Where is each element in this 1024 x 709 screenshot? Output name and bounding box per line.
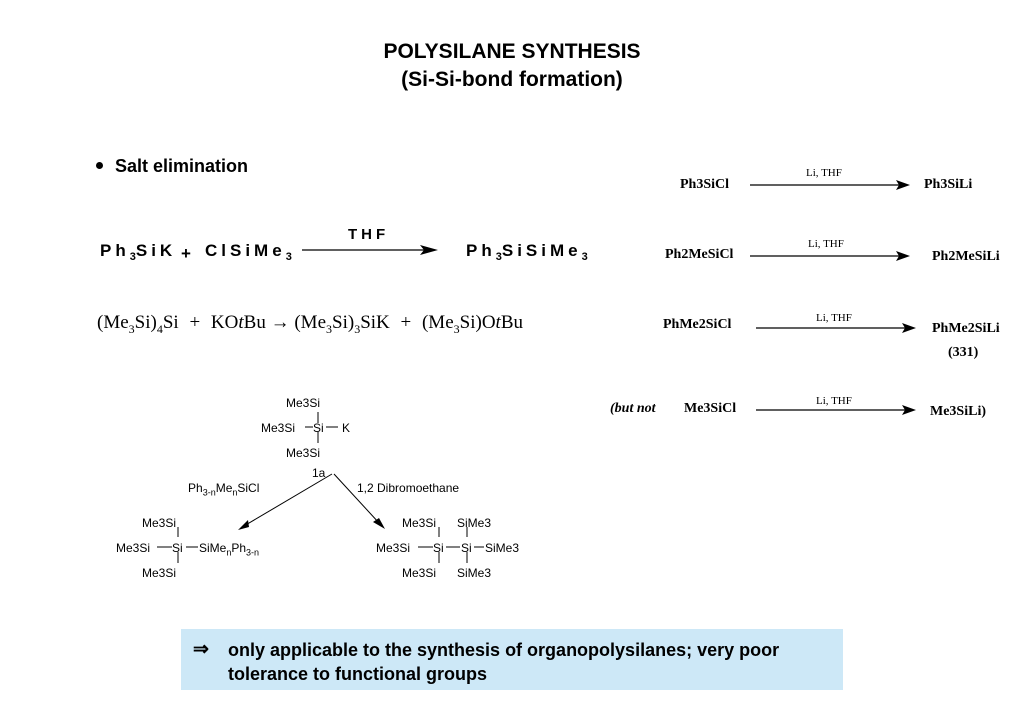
reaction2-product1: (Me3Si)3SiK xyxy=(294,312,390,336)
right-row1-product: Ph3SiLi xyxy=(924,177,973,192)
reaction1-arrow-icon xyxy=(302,245,438,255)
right-product-left: Me3Si xyxy=(376,541,411,555)
right-row1-conditions: Li, THF xyxy=(806,167,842,179)
right-product-bottom1: Me3Si xyxy=(402,566,437,580)
right-reagent: 1,2 Dibromoethane xyxy=(357,481,460,495)
right-row3-product: PhMe2SiLi xyxy=(932,321,1000,336)
implies-arrow-icon: ⇒ xyxy=(193,639,209,660)
reaction2-arrow: → xyxy=(270,312,290,333)
left-reagent: Ph3-nMenSiCl xyxy=(188,481,260,498)
reaction1-plus: + xyxy=(181,244,195,263)
right-row3-conditions: Li, THF xyxy=(816,312,852,324)
reaction1-arrow-label: THF xyxy=(348,226,390,243)
reaction2-reactant2: KOtBu xyxy=(210,312,266,333)
right-row2-reactant: Ph2MeSiCl xyxy=(665,247,734,262)
right-row1-arrow-icon xyxy=(750,180,910,190)
center-me3si-top: Me3Si xyxy=(286,396,321,410)
right-row2-arrow-icon xyxy=(750,251,910,261)
page-subtitle: (Si-Si-bond formation) xyxy=(401,68,623,91)
note-box: ⇒ only applicable to the synthesis of or… xyxy=(181,629,843,690)
right-row1-reactant: Ph3SiCl xyxy=(680,177,730,192)
right-product-si2: Si xyxy=(461,541,472,555)
reaction-scheme-diagram xyxy=(157,412,484,563)
center-si: Si xyxy=(313,421,324,435)
compound-label: 1a xyxy=(312,466,326,480)
center-me3si-bottom: Me3Si xyxy=(286,446,321,460)
left-product-right: SiMenPh3-n xyxy=(199,541,260,558)
left-product-bottom: Me3Si xyxy=(142,566,177,580)
right-row4-conditions: Li, THF xyxy=(816,395,852,407)
left-product-si: Si xyxy=(172,541,183,555)
center-me3si-left: Me3Si xyxy=(261,421,296,435)
right-row3-arrow-icon xyxy=(756,323,916,333)
right-product-top1: Me3Si xyxy=(402,516,437,530)
right-product-bottom2: SiMe3 xyxy=(457,566,492,580)
bullet-dot-icon xyxy=(96,161,103,169)
note-text: only applicable to the synthesis of orga… xyxy=(228,640,780,684)
right-row3-number: (331) xyxy=(948,345,979,360)
right-product-si1: Si xyxy=(433,541,444,555)
right-row4-arrow-icon xyxy=(756,405,916,415)
bullet-label: Salt elimination xyxy=(115,156,249,176)
center-k: K xyxy=(342,421,351,435)
right-product-right: SiMe3 xyxy=(485,541,520,555)
reaction1-reactant2: ClSiMe3 xyxy=(205,241,292,263)
reaction2-equation: (Me3Si)4Si + KOtBu → (Me3Si)3SiK + (Me3S… xyxy=(97,312,524,336)
bullet-salt-elimination: Salt elimination xyxy=(96,156,248,177)
page-title: POLYSILANE SYNTHESIS xyxy=(383,40,641,63)
reaction1-reactant1: Ph3SiK xyxy=(100,241,177,263)
right-row3-reactant: PhMe2SiCl xyxy=(663,317,732,332)
right-row4-reactant: Me3SiCl xyxy=(684,401,737,416)
left-product-top: Me3Si xyxy=(142,516,177,530)
reaction2-reactant1: (Me3Si)4Si xyxy=(97,312,179,336)
right-row2-conditions: Li, THF xyxy=(808,238,844,250)
right-product-top2: SiMe3 xyxy=(457,516,492,530)
reaction1-product: Ph3SiSiMe3 xyxy=(466,241,588,263)
reaction2-product2: (Me3Si)OtBu xyxy=(421,312,524,336)
right-row4-product: Me3SiLi) xyxy=(930,404,986,419)
left-product-left: Me3Si xyxy=(116,541,151,555)
right-row2-product: Ph2MeSiLi xyxy=(932,249,1000,264)
right-row4-prefix: (but not xyxy=(610,401,656,416)
